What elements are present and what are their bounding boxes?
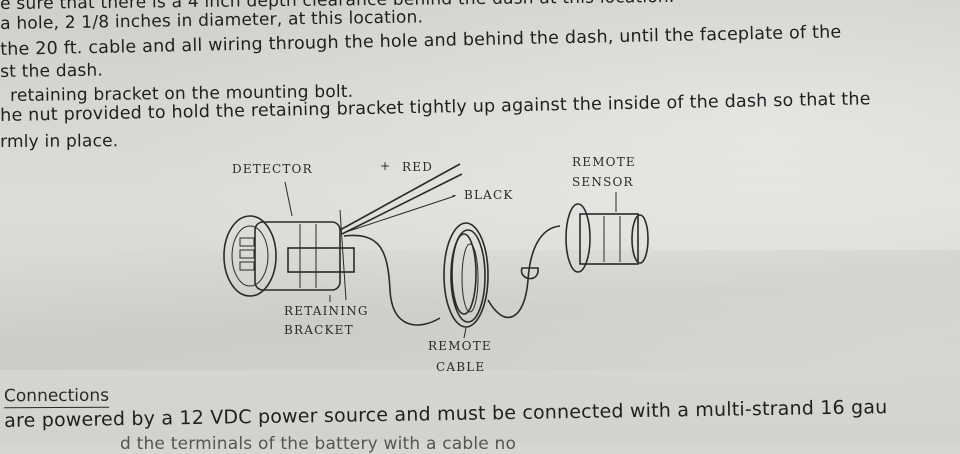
label-red: RED [402,160,433,174]
label-remote-cable-2: CABLE [436,360,485,374]
detector-unit [223,215,341,297]
retaining-bracket [287,209,355,301]
power-wires [339,163,463,235]
connections-line-2: d the terminals of the battery with a ca… [120,434,517,454]
section-heading-connections: Connections [3,385,110,409]
label-black: BLACK [464,188,514,202]
label-detector: DETECTOR [232,162,313,176]
label-retaining-bracket-1: RETAINING [284,304,369,318]
label-black-polarity: - [452,188,457,202]
installation-diagram: DETECTOR + RED - BLACK REMOTE SENSOR RET… [223,155,649,374]
remote-sensor [565,203,649,273]
label-remote-cable-1: REMOTE [428,339,492,353]
label-remote-sensor-2: SENSOR [572,175,634,189]
remote-cable-coil [343,222,561,328]
label-red-polarity: + [380,159,391,173]
label-remote-sensor-1: REMOTE [572,155,636,169]
label-retaining-bracket-2: BRACKET [284,323,354,337]
